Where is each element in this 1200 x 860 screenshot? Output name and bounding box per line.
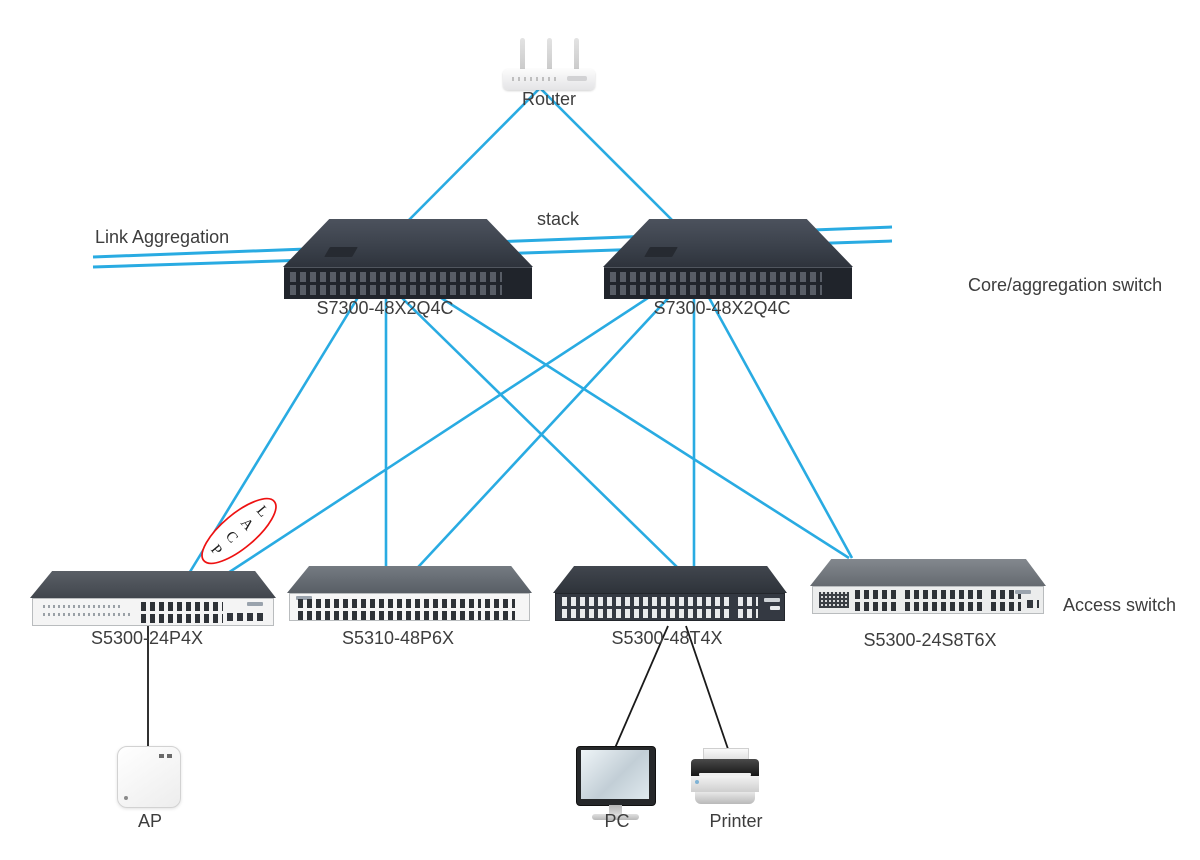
link-router-core1 (402, 87, 541, 227)
printer-head (691, 759, 759, 776)
core-switch-2-label: S7300-48X2Q4C (653, 298, 791, 318)
printer-output-slot (699, 773, 751, 776)
access-switch-3-label: S5300-48T4X (611, 628, 723, 648)
cable-access3-pc (614, 625, 669, 749)
printer-tray (695, 792, 755, 804)
router-label: Router (521, 89, 577, 109)
ap-port (167, 754, 172, 758)
brand-mark (296, 596, 312, 600)
switch-top (30, 571, 276, 598)
router-body (503, 69, 595, 90)
link-aggregation-label: Link Aggregation (95, 227, 230, 247)
printer-label: Printer (709, 811, 763, 831)
cable-access3-printer (685, 625, 729, 750)
led-matrix (819, 592, 849, 608)
brand-mark (1015, 590, 1031, 594)
pc-label: PC (604, 811, 630, 831)
pc-screen (581, 750, 649, 799)
stack-label: stack (536, 209, 580, 229)
access-switch-2-label: S5310-48P6X (341, 628, 455, 648)
switch-top (603, 219, 853, 267)
switch-ports (141, 602, 223, 623)
led-strip (43, 613, 131, 616)
switch-front (604, 267, 852, 299)
sfp-ports (227, 613, 265, 621)
switch-front (812, 586, 1044, 614)
router-antenna (547, 38, 552, 74)
switch-top (287, 566, 532, 593)
brand-mark (764, 598, 780, 602)
router-led-row (512, 77, 560, 81)
switch-front (284, 267, 532, 299)
router-device (503, 38, 595, 90)
switch-top (283, 219, 533, 267)
printer-body (691, 776, 759, 792)
ap-label: AP (137, 811, 163, 831)
ap-device (117, 746, 181, 808)
core-switch-1-label: S7300-48X2Q4C (316, 298, 454, 318)
access-switch-3 (553, 566, 787, 624)
link-core2-access2 (407, 293, 673, 579)
switch-ports (290, 272, 502, 296)
sfp-ports (485, 599, 515, 620)
pc-stand (609, 805, 622, 814)
link-router-core2 (539, 87, 679, 227)
router-antenna (574, 38, 579, 74)
switch-badge (644, 247, 678, 257)
access-role-label: Access switch (1063, 595, 1177, 615)
core-role-label: Core/aggregation switch (968, 275, 1163, 295)
brand-mark (247, 602, 263, 606)
router-antenna (520, 38, 525, 74)
link-core1-access4 (434, 292, 850, 560)
mgmt-port (1027, 600, 1039, 608)
ap-led (124, 796, 128, 800)
switch-ports (298, 599, 481, 620)
mgmt-port (770, 606, 780, 610)
switch-top (810, 559, 1046, 586)
access-switch-4-label: S5300-24S8T6X (863, 630, 997, 650)
switch-ports (610, 272, 822, 296)
access-switch-1 (30, 571, 276, 626)
access-switch-2 (287, 566, 532, 623)
uplink-ports (738, 597, 758, 618)
lacp-annotation: L A C P (201, 497, 277, 565)
pc-base (592, 814, 639, 820)
link-core1-access3 (397, 293, 679, 569)
pc-device (576, 746, 656, 824)
led-strip (43, 605, 123, 608)
link-core2-access1 (204, 292, 655, 590)
core-switch-2 (603, 219, 853, 299)
link-core2-access4 (705, 293, 854, 559)
sfp-ports (905, 590, 985, 611)
access-switch-4 (810, 559, 1046, 622)
printer-device (691, 748, 759, 808)
ap-port (159, 754, 164, 758)
uplink-ports (991, 590, 1021, 611)
switch-ports (562, 597, 732, 618)
access-switch-1-label: S5300-24P4X (90, 628, 204, 648)
switch-badge (324, 247, 358, 257)
switch-top (553, 566, 787, 593)
switch-front (555, 593, 785, 621)
rj45-ports (855, 590, 897, 611)
switch-front (32, 598, 274, 626)
switch-front (289, 593, 530, 621)
lacp-ellipse (201, 497, 277, 565)
core-switch-1 (283, 219, 533, 299)
printer-button (695, 780, 699, 784)
router-label-plate (567, 76, 587, 81)
